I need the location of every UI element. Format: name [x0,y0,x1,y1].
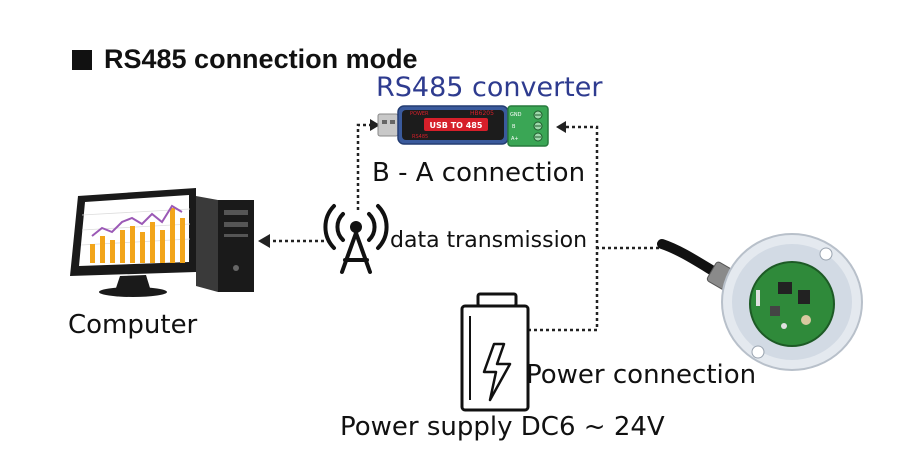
converter-title: RS485 converter [376,72,603,103]
battery-icon [460,292,530,412]
line-antenna-to-converter [356,123,372,210]
converter-label-plate [424,118,488,131]
data-transmission-label: data transmission [390,228,588,253]
section-title-text: RS485 connection mode [104,44,418,74]
arrowheads [258,119,566,248]
converter-model-text: HB6205 [470,110,494,117]
lightning-icon [482,342,512,402]
arrow-to-converter-terminal [556,121,566,133]
line-converter-to-power [528,125,599,332]
power-connection-label: Power connection [526,360,757,390]
arrow-to-computer [258,234,270,248]
section-title: RS485 connection mode [72,44,418,75]
ba-connection-label: B - A connection [372,158,586,188]
computer-icon [70,188,254,297]
converter-rs-text: RS485 [412,134,428,140]
usb-converter-icon: USB TO 485 HB6205 POWER RS485 GND B A+ [377,105,549,147]
power-supply-label: Power supply DC6 ~ 24V [340,412,665,442]
connection-lines [272,123,662,332]
sensor-icon [657,233,863,371]
antenna-icon [323,204,389,274]
terminal-label-b: B [512,124,516,130]
terminal-label-gnd: GND [510,112,522,118]
computer-label: Computer [68,310,198,340]
converter-main-text: USB TO 485 [430,121,483,130]
converter-power-text: POWER [410,111,429,117]
title-square-icon [72,49,92,70]
arrow-to-converter [370,119,380,131]
terminal-label-a: A+ [511,136,519,142]
